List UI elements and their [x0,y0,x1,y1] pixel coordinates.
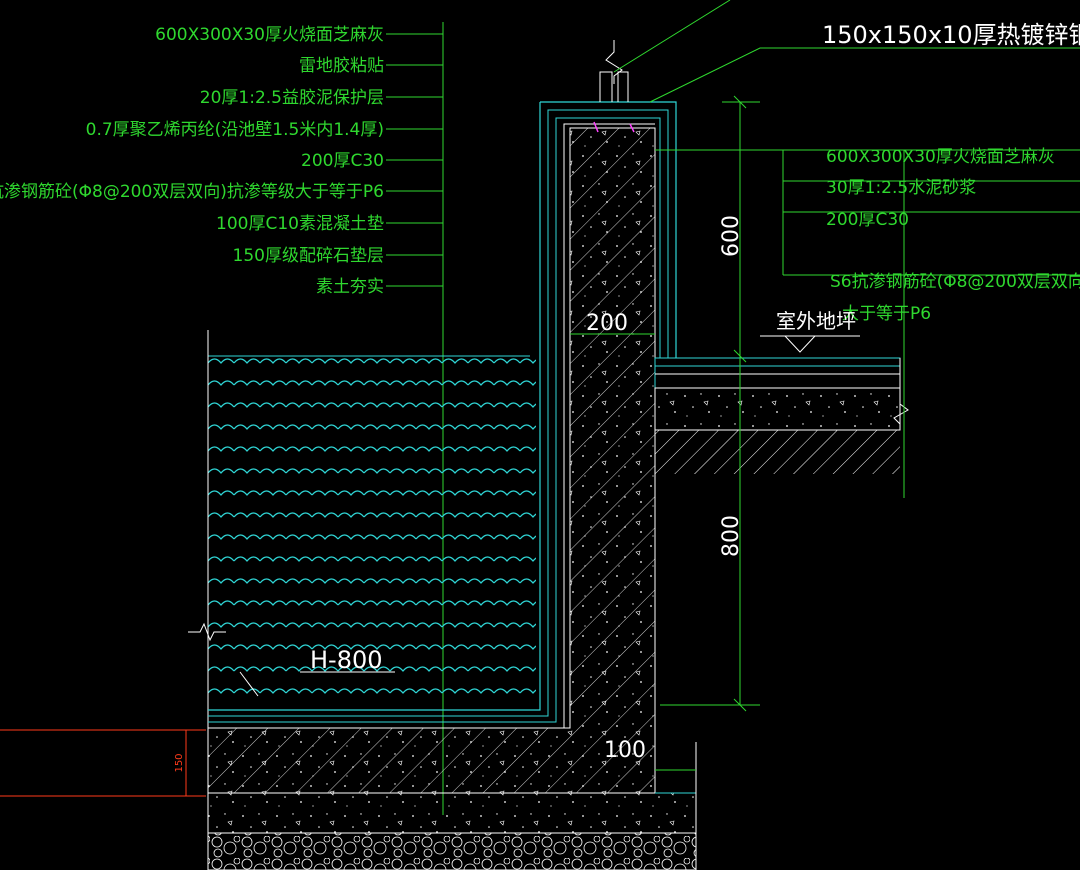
lower-height-label: 800 [719,515,744,557]
left-callout-label: 20厚1:2.5益胶泥保护层 [200,88,384,108]
dimension-lines [570,95,905,771]
left-callout-label: 600X300X30厚火烧面芝麻灰 [155,25,384,45]
break-symbol-right [893,358,909,430]
gravel-layer [207,832,697,870]
right-callout-group: 600X300X30厚火烧面芝麻灰 30厚1:2.5水泥砂浆 200厚C30S6抗渗… [826,147,1080,324]
right-callout-label: S6抗渗钢筋砼(Φ8@200双层双向)抗渗等级 [830,272,1080,292]
left-callout-label: 100厚C10素混凝土垫 [216,214,384,234]
gravel-dimension [0,729,206,797]
break-symbol-top [605,40,623,84]
slab-step-label: 100 [604,738,646,763]
ground-level-marker [760,335,860,353]
right-callout-label: 30厚1:2.5水泥砂浆 [826,178,976,198]
outdoor-ground-label: 室外地坪 [776,309,856,333]
left-callout-label: 0.7厚聚乙烯丙纶(沿池壁1.5米内1.4厚) [86,120,384,140]
steel-channel [599,71,629,102]
water-level-label: H-800 [310,646,383,674]
gravel-thickness-label: 150 [174,753,185,772]
c10-concrete-cushion [207,792,697,834]
pool-water [208,352,536,702]
waterproof-layers [540,101,677,358]
top-steel-label: 150x150x10厚热镀锌钢槽 [822,21,1080,49]
outdoor-slab [654,357,901,389]
water-level-leader [239,671,395,697]
left-callout-label: 雷地胶粘贴 [299,56,384,76]
right-callout-ticks [655,149,1080,276]
outdoor-concrete [654,387,901,431]
outdoor-soil [655,430,900,474]
wall-thickness-label: 200 [586,311,628,336]
left-callout-label: S6抗渗钢筋砼(Φ8@200双层双向)抗渗等级大于等于P6 [0,182,384,202]
right-callout-label: 大于等于P6 [842,304,931,324]
left-callout-label: 200厚C30 [301,151,384,171]
upper-height-label: 600 [719,215,744,257]
left-callout-label: 150厚级配碎石垫层 [233,246,384,266]
left-callout-label: 素土夯实 [316,277,384,297]
right-callout-label: 200厚C30 [826,210,909,230]
left-callout-ticks [386,33,443,287]
right-callout-label: 600X300X30厚火烧面芝麻灰 [826,147,1055,167]
pool-wall-speckle [208,128,655,793]
break-symbol-left [188,622,226,642]
top-label-leader [613,0,1080,103]
